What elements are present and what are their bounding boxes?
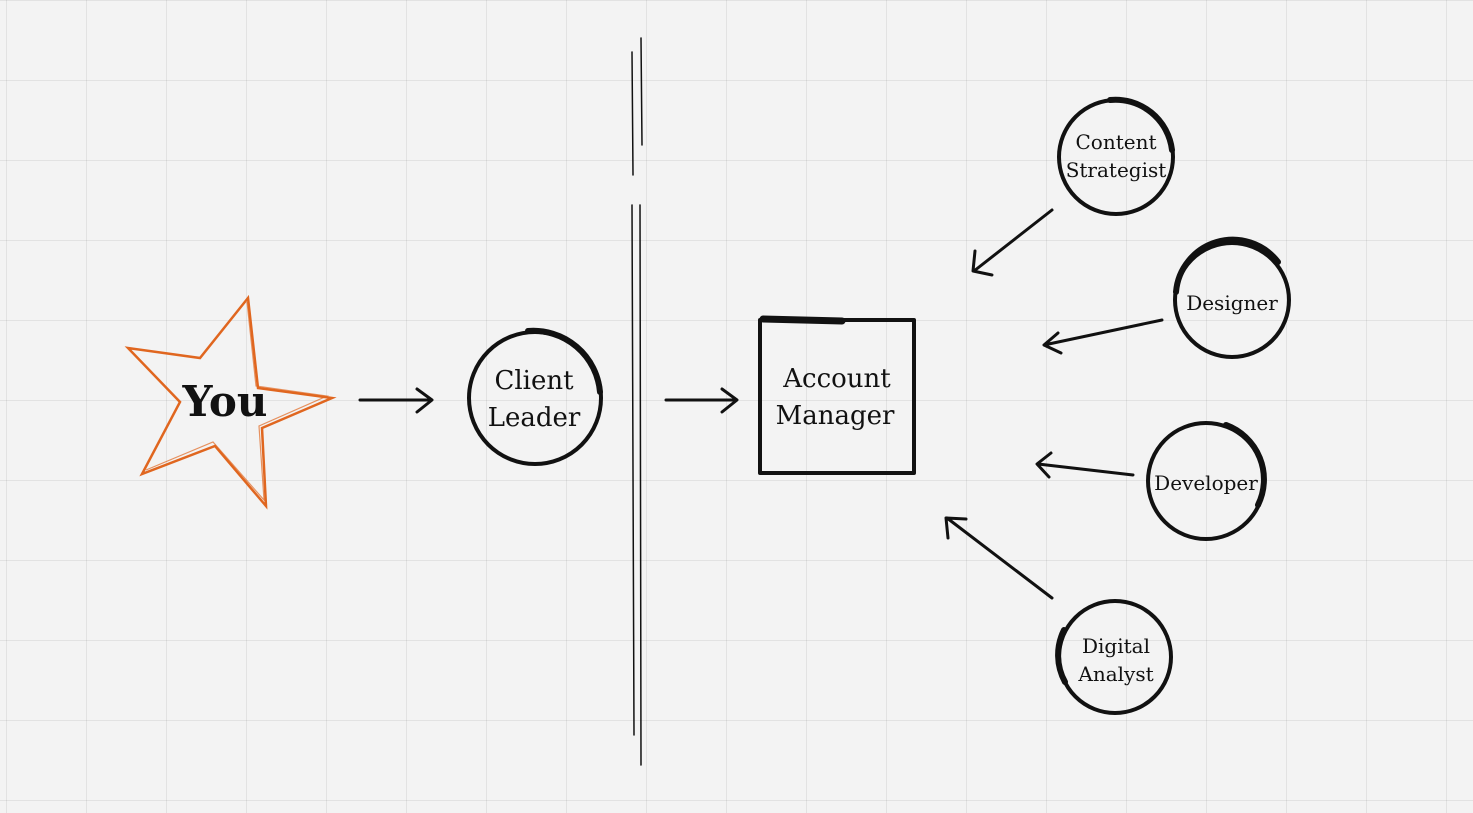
you-label: You (182, 377, 268, 426)
digital-analyst-label-line2: Analyst (1077, 662, 1153, 686)
arrow-developer-to-account-manager (1035, 451, 1135, 479)
developer-label: Developer (1154, 471, 1258, 495)
account-manager-label-line2: Manager (776, 401, 895, 431)
content-strategist-label-line2: Strategist (1066, 158, 1167, 182)
digital-analyst-node: Digital Analyst (1055, 599, 1173, 715)
arrow-you-to-client-leader (358, 387, 434, 414)
account-manager-label-line1: Account (782, 364, 891, 394)
client-leader-label-line1: Client (494, 366, 574, 396)
developer-node: Developer (1146, 421, 1267, 541)
content-strategist-label-line1: Content (1075, 130, 1156, 154)
you-node: You (124, 294, 337, 510)
divider-line (631, 37, 643, 766)
client-leader-node: Client Leader (467, 327, 603, 466)
arrow-designer-to-account-manager (1042, 318, 1164, 355)
content-strategist-node: Content Strategist (1057, 96, 1175, 216)
star-shape-sketch (145, 301, 330, 502)
arrow-content-strategist-to-account-manager (971, 208, 1054, 277)
digital-analyst-label-line1: Digital (1082, 634, 1150, 658)
arrow-digital-analyst-to-account-manager (944, 516, 1054, 600)
designer-node: Designer (1173, 236, 1291, 359)
star-shape (124, 294, 337, 510)
account-manager-node: Account Manager (758, 315, 916, 475)
client-leader-label-line2: Leader (488, 403, 581, 433)
designer-label: Designer (1186, 291, 1278, 315)
arrow-client-leader-to-account-manager (664, 387, 739, 414)
